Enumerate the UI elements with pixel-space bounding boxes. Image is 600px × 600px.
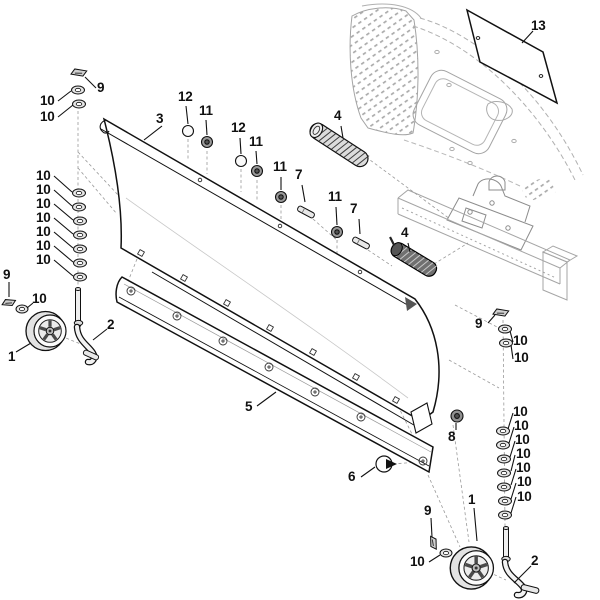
callout-washer: 10 <box>514 418 529 433</box>
flange-nut <box>450 409 464 423</box>
washer <box>497 482 511 492</box>
washer <box>71 85 85 95</box>
spring-top <box>309 122 370 168</box>
cotter-clip <box>70 68 88 77</box>
callout-lock-nut: 11 <box>273 159 287 174</box>
washer <box>497 454 511 464</box>
washer <box>496 440 510 450</box>
frame-rail-ghost <box>397 189 579 301</box>
washer <box>73 258 87 268</box>
callout-cotter-clip: 9 <box>3 267 11 282</box>
callout-washer: 10 <box>515 432 530 447</box>
callout-roll-pin: 7 <box>295 167 303 182</box>
ball-knob <box>181 124 195 138</box>
callout-spring: 4 <box>401 225 409 240</box>
cotter-clips <box>1 68 510 551</box>
callout-spring: 4 <box>334 108 342 123</box>
callout-washer: 10 <box>36 238 51 253</box>
callout-roll-pin: 7 <box>350 201 358 216</box>
washer <box>498 324 512 334</box>
callout-washer: 10 <box>517 489 532 504</box>
callout-washer: 10 <box>36 168 51 183</box>
callout-wheel: 1 <box>8 349 16 364</box>
callout-washer: 10 <box>40 109 55 124</box>
callout-washer: 10 <box>513 333 528 348</box>
callout-washer: 10 <box>36 224 51 239</box>
callout-lock-nut: 11 <box>328 189 342 204</box>
wear-plate <box>465 8 559 105</box>
callout-washer: 10 <box>40 93 55 108</box>
callout-washer: 10 <box>36 252 51 267</box>
washer <box>72 99 86 109</box>
callout-wheel-bracket: 2 <box>531 553 539 568</box>
callout-ball-knob: 12 <box>231 120 246 135</box>
washer <box>73 230 87 240</box>
cotter-clip <box>430 535 437 551</box>
wheel-left <box>25 310 67 352</box>
scraper-bar <box>115 276 434 474</box>
callout-lock-nut: 11 <box>199 103 213 118</box>
callout-scraper-bar: 5 <box>245 399 253 414</box>
callout-washer: 10 <box>36 182 51 197</box>
plow-blade <box>99 117 440 434</box>
callout-wear-plate: 13 <box>531 18 546 33</box>
callout-washer: 10 <box>514 350 529 365</box>
callout-washer: 10 <box>32 291 47 306</box>
callout-washer: 10 <box>516 460 531 475</box>
cotter-clip <box>492 308 510 317</box>
roll-pins <box>297 205 370 250</box>
cotter-clip <box>1 299 17 307</box>
callout-washer: 10 <box>410 554 425 569</box>
callout-knob: 6 <box>348 469 356 484</box>
callout-washer: 10 <box>36 196 51 211</box>
ball-knobs <box>181 124 248 168</box>
bracket-right <box>501 526 540 599</box>
leader-lines <box>8 30 534 584</box>
washer <box>497 468 511 478</box>
washer <box>498 496 512 506</box>
callout-washer: 10 <box>36 210 51 225</box>
washer <box>15 304 29 314</box>
wheel-right <box>449 546 495 590</box>
callout-ball-knob: 12 <box>178 89 193 104</box>
callout-washer: 10 <box>513 404 528 419</box>
tractor-frame-ghost <box>349 3 584 301</box>
callout-plow-blade: 3 <box>156 111 164 126</box>
knob <box>375 455 397 473</box>
washer <box>73 244 87 254</box>
washer <box>499 338 513 348</box>
washer <box>439 548 453 558</box>
washers <box>15 85 513 558</box>
lock-nuts <box>200 135 344 239</box>
ball-knob <box>234 154 248 168</box>
bracket-left <box>73 287 100 366</box>
callout-flange-nut: 8 <box>448 429 456 444</box>
washer <box>72 202 86 212</box>
callout-cotter-clip: 9 <box>475 316 483 331</box>
callout-washer: 10 <box>517 474 532 489</box>
callout-cotter-clip: 9 <box>97 80 105 95</box>
callout-cotter-clip: 9 <box>424 503 432 518</box>
callout-wheel: 1 <box>468 492 476 507</box>
washer <box>496 426 510 436</box>
callout-wheel-bracket: 2 <box>107 317 115 332</box>
callout-lock-nut: 11 <box>249 134 263 149</box>
callout-washer: 10 <box>516 446 531 461</box>
washer <box>73 216 87 226</box>
washer <box>72 188 86 198</box>
washer <box>73 272 87 282</box>
washer <box>498 510 512 520</box>
spring-bottom <box>389 236 438 277</box>
